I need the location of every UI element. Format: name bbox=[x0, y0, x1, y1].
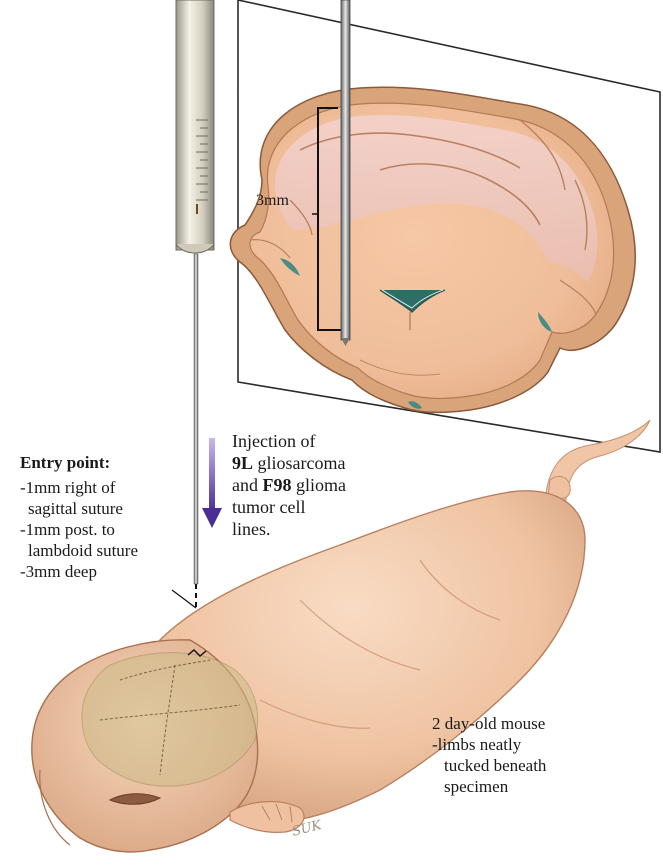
specimen-line: 2 day-old mouse bbox=[432, 713, 546, 734]
needle-probe bbox=[341, 0, 350, 346]
injection-line: Injection of bbox=[232, 430, 346, 452]
injection-line: and F98 glioma bbox=[232, 474, 346, 496]
entry-point-notes: Entry point: -1mm right of sagittal sutu… bbox=[20, 452, 138, 582]
injection-notes: Injection of 9L gliosarcoma and F98 glio… bbox=[232, 430, 346, 540]
entry-point-line: -1mm right of bbox=[20, 477, 138, 498]
specimen-line: -limbs neatly bbox=[432, 734, 546, 755]
entry-point-line: sagittal suture bbox=[20, 498, 138, 519]
entry-point-line: lambdoid suture bbox=[20, 540, 138, 561]
entry-point-heading: Entry point: bbox=[20, 452, 138, 473]
entry-point-line: -1mm post. to bbox=[20, 519, 138, 540]
specimen-notes: 2 day-old mouse -limbs neatly tucked ben… bbox=[432, 713, 546, 797]
injection-line: lines. bbox=[232, 518, 346, 540]
specimen-line: tucked beneath bbox=[432, 755, 546, 776]
specimen-line: specimen bbox=[432, 776, 546, 797]
injection-arrow bbox=[202, 438, 222, 528]
entry-point-line: -3mm deep bbox=[20, 561, 138, 582]
cell-line-f98: F98 bbox=[263, 475, 292, 495]
syringe bbox=[176, 0, 214, 584]
injection-line: tumor cell bbox=[232, 496, 346, 518]
injection-line: 9L gliosarcoma bbox=[232, 452, 346, 474]
cell-line-9l: 9L bbox=[232, 453, 253, 473]
scale-label: 3mm bbox=[256, 190, 289, 211]
